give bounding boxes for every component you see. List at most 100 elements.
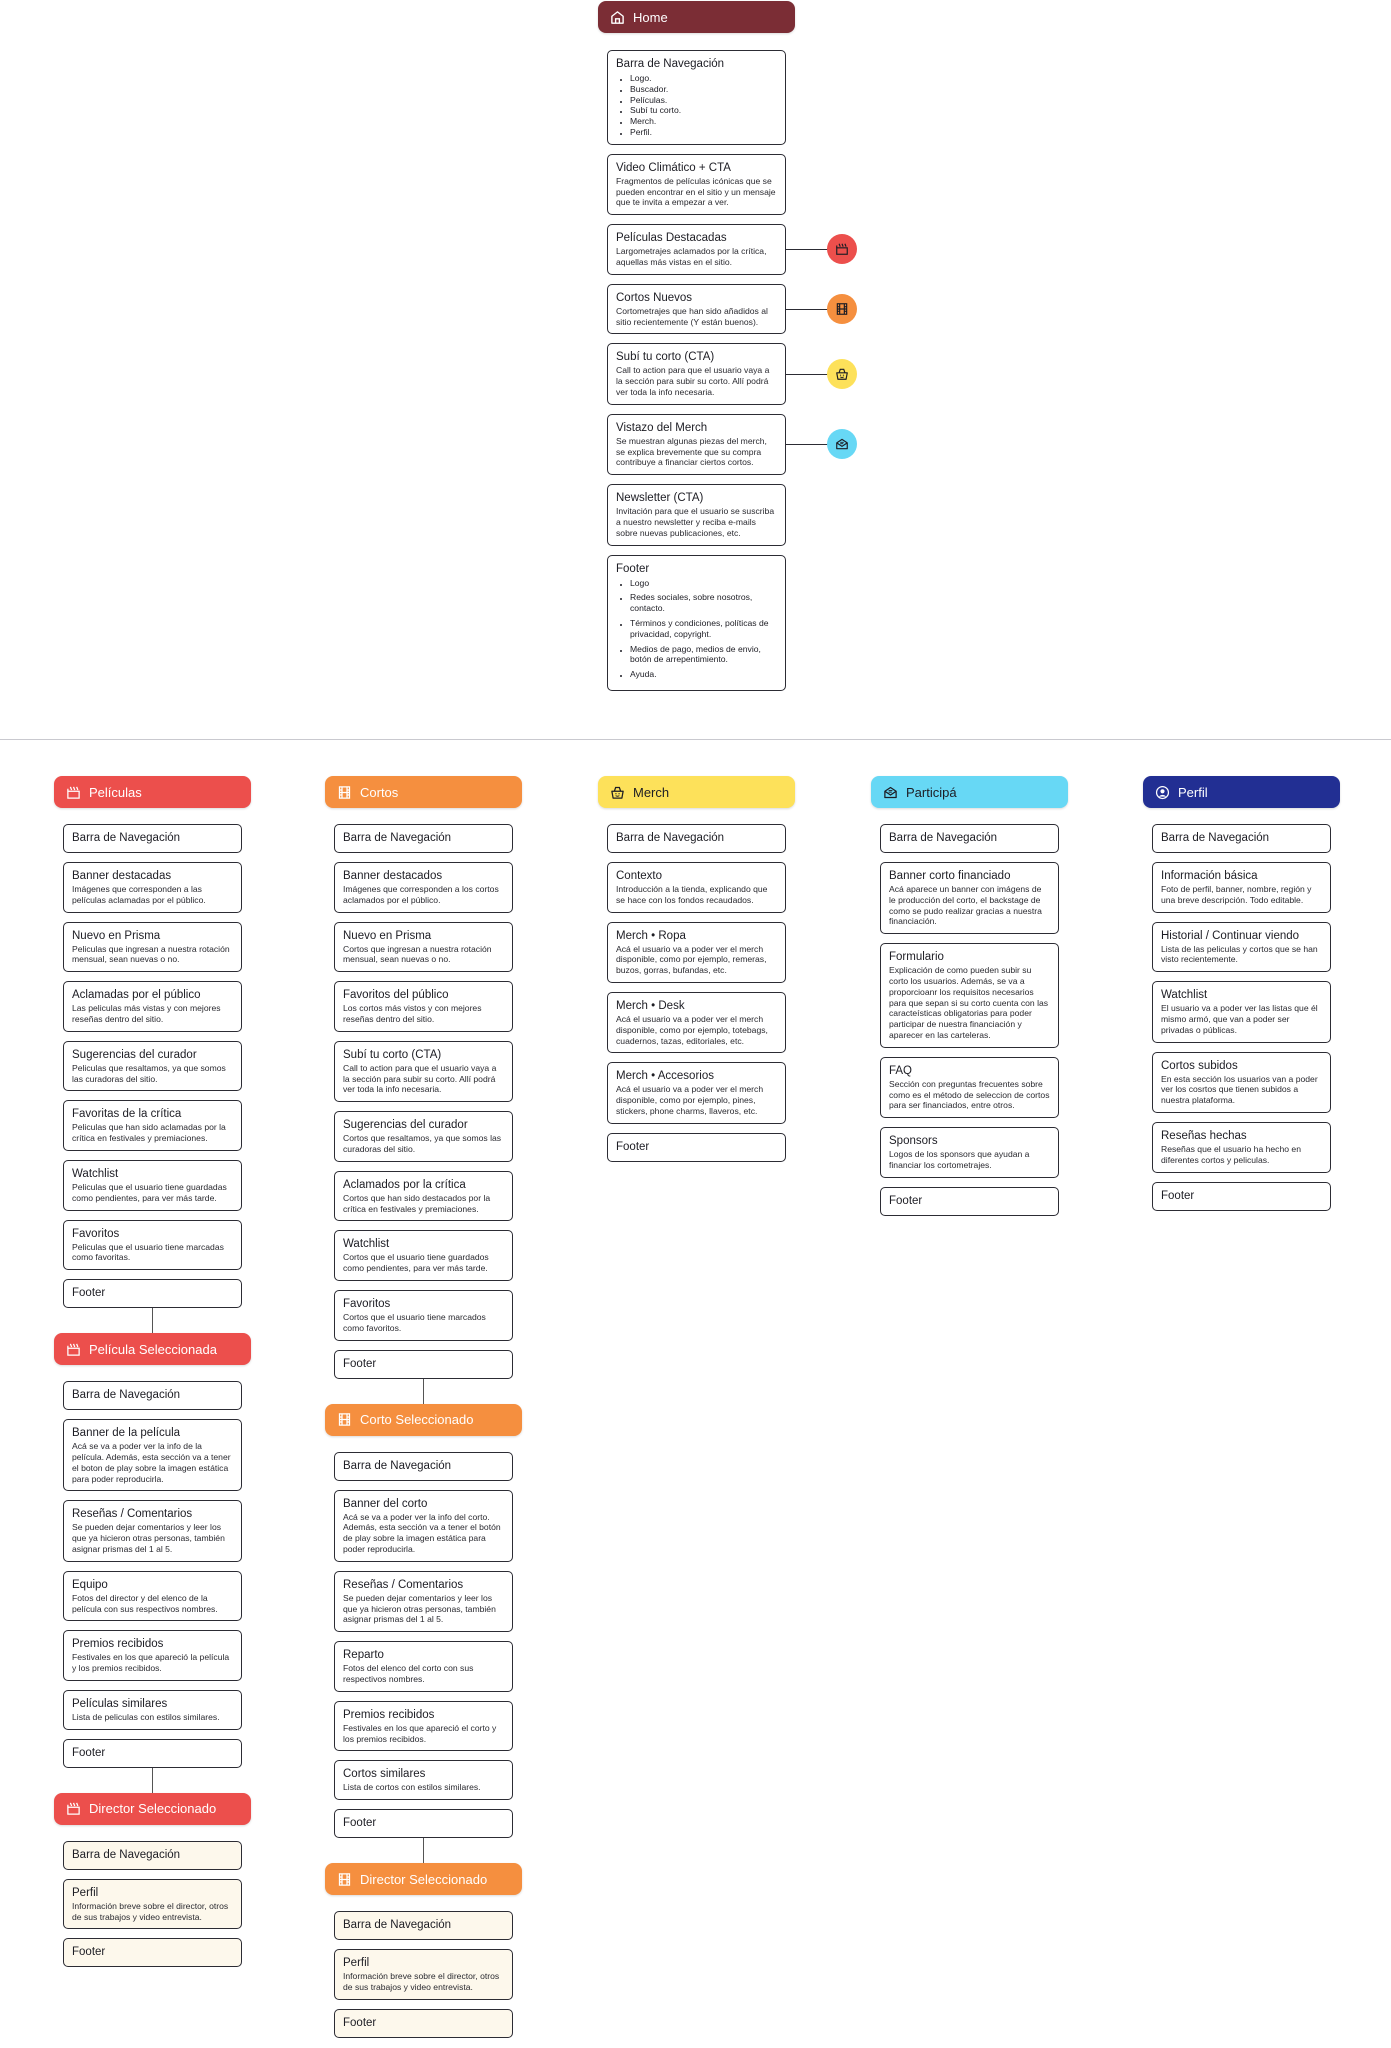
section-description: Lista de cortos con estilos similares. [343, 1782, 481, 1793]
page-header[interactable]: Director Seleccionado [325, 1863, 522, 1896]
section-description: Cortos que el usuario tiene guardados co… [343, 1252, 489, 1274]
page-header[interactable]: Película Seleccionada [54, 1333, 251, 1366]
section-box[interactable]: Footer [334, 2008, 513, 2038]
section-box[interactable]: Barra de Navegación [63, 824, 242, 853]
section-box[interactable]: Footer [334, 1809, 513, 1839]
page-header[interactable]: Merch [598, 776, 795, 808]
section-box[interactable]: Footer [63, 1279, 242, 1309]
connector-line [422, 1378, 425, 1404]
section-box[interactable]: Barra de Navegación [334, 824, 513, 853]
section-link-badge[interactable] [827, 429, 857, 460]
page-header[interactable]: Perfil [1143, 776, 1340, 808]
section-box[interactable]: Subí tu corto (CTA)Call to action para q… [607, 343, 857, 405]
section-title: Información básica [1161, 870, 1258, 882]
page-header[interactable]: Corto Seleccionado [325, 1403, 522, 1436]
section-box[interactable]: Footer [334, 1349, 513, 1379]
section-link-badge[interactable] [827, 234, 857, 265]
page-header[interactable]: Director Seleccionado [54, 1792, 251, 1825]
section-box[interactable]: Footer [1152, 1181, 1331, 1211]
section-title: Nuevo en Prisma [72, 929, 161, 942]
section-link-badge[interactable] [827, 294, 857, 325]
home-header[interactable]: Home [598, 1, 795, 33]
section-description: Peliculas que ingresan a nuestra rotació… [72, 943, 230, 965]
page-header[interactable]: Películas [54, 776, 251, 808]
section-box[interactable]: Subí tu corto (CTA)Call to action para q… [334, 1040, 513, 1103]
bullet-item: Subí tu corto. [630, 105, 777, 116]
section-description: Sección con preguntas frecuentes sobre c… [889, 1078, 1050, 1111]
section-title: Footer [343, 2016, 377, 2029]
section-box[interactable]: Footer [63, 1938, 242, 1968]
section-box[interactable]: Barra de Navegación [334, 1451, 513, 1481]
section-link-badge[interactable] [827, 359, 857, 390]
section-title: Reseñas / Comentarios [72, 1508, 193, 1521]
home-sections: Barra de NavegaciónLogo.Buscador.Películ… [598, 50, 857, 691]
section-box[interactable]: Footer [607, 1132, 786, 1162]
section-box[interactable]: Barra de NavegaciónLogo.Buscador.Películ… [607, 50, 786, 145]
section-box[interactable]: Barra de Navegación [607, 824, 786, 853]
page-header[interactable]: Cortos [325, 776, 522, 808]
section-box[interactable]: Footer [63, 1738, 242, 1768]
section-description: Fragmentos de películas icónicas que se … [616, 175, 776, 208]
page-header[interactable]: Participá [871, 776, 1068, 808]
section-description: Logos de los sponsors que ayudan a finan… [889, 1149, 1030, 1170]
section-box[interactable]: FooterLogoRedes sociales, sobre nosotros… [607, 554, 786, 691]
section-box[interactable]: Barra de Navegación [1152, 824, 1331, 853]
section-box[interactable]: Barra de Navegación [334, 1911, 513, 1941]
section-box[interactable]: Barra de Navegación [880, 824, 1059, 853]
section-description: El usuario va a poder ver las listas que… [1161, 1003, 1318, 1035]
clapperboard-icon [836, 244, 848, 256]
section-description: Fotos del director y del elenco de la pe… [72, 1592, 218, 1614]
section-box[interactable]: Newsletter (CTA)Invitación para que el u… [607, 484, 786, 546]
section-box[interactable]: Barra de Navegación [63, 1381, 242, 1411]
section-box[interactable]: Barra de Navegación [63, 1840, 242, 1870]
section-box[interactable]: Footer [880, 1186, 1059, 1216]
section-title: Barra de Navegación [343, 1459, 452, 1472]
section-title: Sugerencias del curador [343, 1119, 468, 1132]
